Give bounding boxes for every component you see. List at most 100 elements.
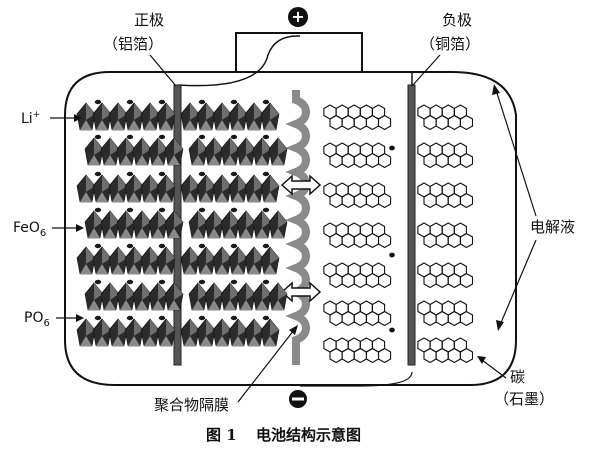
positive-electrode-label: 正极 — [134, 11, 164, 29]
li-ion-dot — [94, 315, 102, 321]
li-ion-dot — [94, 207, 102, 213]
plus-sign: + — [291, 7, 304, 26]
li-ion-dot — [262, 207, 270, 213]
feo6-octahedron — [228, 174, 248, 203]
feo6-octahedron — [108, 318, 128, 347]
graphite-hexagon — [377, 310, 392, 327]
negative-material-label: （铜箔） — [420, 35, 480, 53]
li-ion-dot — [198, 315, 206, 321]
li-ion-dot — [94, 243, 102, 249]
feo6-octahedron — [220, 137, 240, 166]
cathode-crystal-right — [180, 99, 288, 347]
li-ion-dot — [262, 279, 270, 285]
li-ion-dot — [126, 279, 134, 285]
feo6-octahedron — [124, 174, 144, 203]
negative-electrode-plate — [407, 84, 416, 366]
li-ion-dot — [262, 171, 270, 177]
feo6-octahedron — [76, 318, 96, 347]
graphite-layers-right — [417, 104, 474, 364]
feo6-octahedron — [212, 318, 232, 347]
li-ion-dot — [126, 315, 134, 321]
li-ion-dot — [262, 134, 270, 140]
li-ion-dot — [198, 99, 206, 105]
li-ion-dot — [198, 134, 206, 140]
feo6-octahedron — [188, 137, 208, 166]
feo6-octahedron — [100, 210, 120, 239]
feo6-octahedron — [164, 210, 184, 239]
feo6-octahedron — [164, 282, 184, 311]
feo6-octahedron — [132, 137, 152, 166]
li-ion-dot — [230, 134, 238, 140]
feo6-octahedron — [140, 174, 160, 203]
li-ion-dot — [198, 243, 206, 249]
li-ion-dot — [262, 99, 270, 105]
li-ion-dot — [389, 145, 395, 151]
separator-label: 聚合物隔膜 — [154, 396, 229, 414]
feo6-octahedron — [140, 246, 160, 275]
feo6-octahedron — [196, 246, 216, 275]
li-ion-dot — [158, 279, 166, 285]
feo6-octahedron — [252, 210, 272, 239]
feo6-octahedron — [156, 318, 176, 347]
feo6-octahedron — [108, 246, 128, 275]
li-ion-dot — [94, 134, 102, 140]
graphite-hexagon — [377, 232, 392, 249]
separator-membrane — [285, 90, 311, 365]
feo6-octahedron — [268, 137, 288, 166]
li-ion-dot — [198, 207, 206, 213]
figure-number: 图 1 — [206, 426, 237, 444]
separator-pointer — [237, 329, 295, 403]
graphite-hexagon — [459, 192, 474, 209]
feo6-octahedron — [236, 282, 256, 311]
li-ion-dot — [126, 243, 134, 249]
li-ion-dot — [94, 279, 102, 285]
li-ion-dot — [230, 99, 238, 105]
negative-terminal-symbol — [289, 390, 307, 408]
li-ion-dot — [230, 207, 238, 213]
feo6-octahedron — [244, 318, 264, 347]
li-ion-dot — [230, 315, 238, 321]
negative-electrode-label: 负极 — [442, 11, 472, 29]
graphite-layers-left — [323, 104, 395, 364]
po6-label: PO6 — [24, 310, 50, 329]
li-ion-label: Li+ — [21, 110, 40, 127]
li-ion-dot — [230, 171, 238, 177]
negative-pointer — [411, 54, 441, 87]
positive-terminal-symbol: + — [288, 7, 308, 27]
graphite-hexagon — [459, 114, 474, 131]
feo6-octahedron — [116, 282, 136, 311]
li-ion-dot — [94, 171, 102, 177]
li-ion-dot — [126, 134, 134, 140]
feo6-octahedron — [180, 102, 200, 131]
feo6-octahedron — [204, 210, 224, 239]
feo6-octahedron — [244, 246, 264, 275]
positive-pointer — [149, 54, 177, 87]
feo6-octahedron — [116, 210, 136, 239]
feo6-octahedron — [220, 282, 240, 311]
li-ion-dot — [126, 171, 134, 177]
ion-arrow-upper — [280, 174, 322, 196]
li-ion-dot — [262, 243, 270, 249]
carbon-label: 碳 — [510, 368, 525, 386]
feo6-octahedron — [212, 246, 232, 275]
feo6-octahedron — [228, 102, 248, 131]
graphite-hexagon — [377, 114, 392, 131]
feo6-octahedron — [92, 102, 112, 131]
graphite-hexagon — [377, 152, 392, 169]
li-ion-dot — [389, 252, 395, 258]
feo6-octahedron — [100, 282, 120, 311]
li-ion-dot — [230, 243, 238, 249]
feo6-octahedron — [148, 210, 168, 239]
feo6-octahedron — [180, 318, 200, 347]
feo6-octahedron — [124, 246, 144, 275]
feo6-octahedron — [76, 246, 96, 275]
feo6-octahedron — [108, 102, 128, 131]
feo6-octahedron — [148, 282, 168, 311]
electrolyte-pointer-up — [495, 89, 537, 217]
feo6-octahedron — [260, 174, 280, 203]
li-ion-dot — [158, 207, 166, 213]
feo6-octahedron — [260, 246, 280, 275]
li-ion-dot — [198, 279, 206, 285]
